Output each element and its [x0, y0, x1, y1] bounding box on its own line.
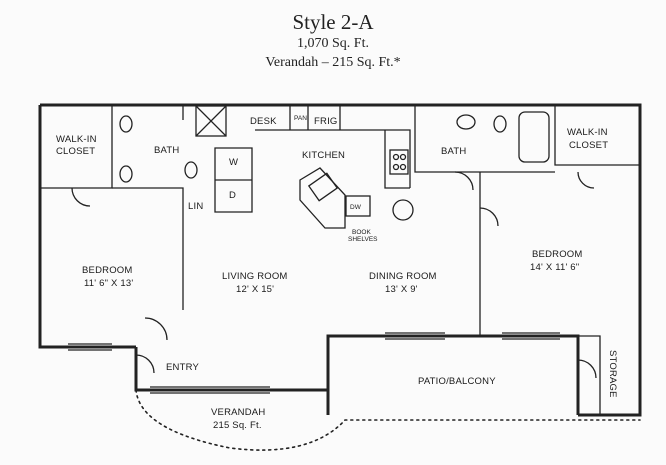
linen-label: LIN	[188, 201, 203, 212]
bedroom-left-label: BEDROOM	[82, 265, 133, 276]
walkin-closet-left-label-2: CLOSET	[56, 146, 95, 157]
bedroom-left-size: 11' 6" X 13'	[84, 278, 133, 289]
stove-icon	[389, 149, 409, 175]
entry-label: ENTRY	[166, 362, 199, 373]
sink-icon	[456, 114, 476, 130]
room-labels: WALK-IN CLOSET BATH W D LIN DESK PAN FRI…	[56, 115, 618, 431]
bath-right-label: BATH	[441, 146, 466, 157]
verandah-label: VERANDAH	[211, 407, 265, 418]
desk-label: DESK	[250, 116, 277, 127]
living-room-label: LIVING ROOM	[222, 271, 288, 282]
doors	[71, 171, 597, 379]
sink-icon	[119, 115, 133, 133]
dryer-label: D	[229, 190, 236, 201]
fridge-label: FRIG	[314, 116, 338, 127]
book-shelves-label-2: SHELVES	[348, 236, 378, 243]
kitchen-sink-icon	[307, 172, 339, 202]
dishwasher-label: DW	[350, 204, 362, 211]
kitchen-label: KITCHEN	[302, 150, 345, 161]
bathtub-icon	[518, 111, 550, 163]
toilet-icon	[184, 161, 198, 179]
water-heater-icon	[392, 199, 414, 221]
bedroom-right-label: BEDROOM	[532, 249, 583, 260]
walkin-closet-right-label-2: CLOSET	[569, 140, 608, 151]
washer-label: W	[229, 157, 238, 168]
verandah-size: 215 Sq. Ft.	[213, 420, 262, 431]
walkin-closet-right-label-1: WALK-IN	[567, 127, 608, 138]
kitchen-island	[299, 167, 346, 229]
plan-verandah-area: Verandah – 215 Sq. Ft.*	[265, 55, 401, 70]
dining-room-label: DINING ROOM	[369, 271, 437, 282]
book-shelves-label-1: BOOK	[352, 229, 371, 236]
bedroom-right-size: 14' X 11' 6"	[530, 262, 579, 273]
storage-label: STORAGE	[607, 350, 618, 398]
pantry-label: PAN	[294, 115, 307, 122]
shower-icon	[195, 105, 227, 137]
bath-left-label: BATH	[154, 145, 179, 156]
dishwasher-box	[345, 195, 371, 217]
interior-walls	[40, 105, 640, 415]
plan-area: 1,070 Sq. Ft.	[297, 36, 369, 51]
toilet-icon	[493, 115, 507, 133]
patio-label: PATIO/BALCONY	[418, 376, 496, 387]
windows	[68, 332, 560, 394]
fixtures	[119, 105, 550, 229]
sink-icon	[119, 165, 133, 183]
living-room-size: 12' X 15'	[236, 284, 274, 295]
plan-title: Style 2-A	[292, 10, 374, 34]
walkin-closet-left-label-1: WALK-IN	[56, 134, 97, 145]
dining-room-size: 13' X 9'	[385, 284, 418, 295]
verandah-outline	[135, 389, 641, 451]
